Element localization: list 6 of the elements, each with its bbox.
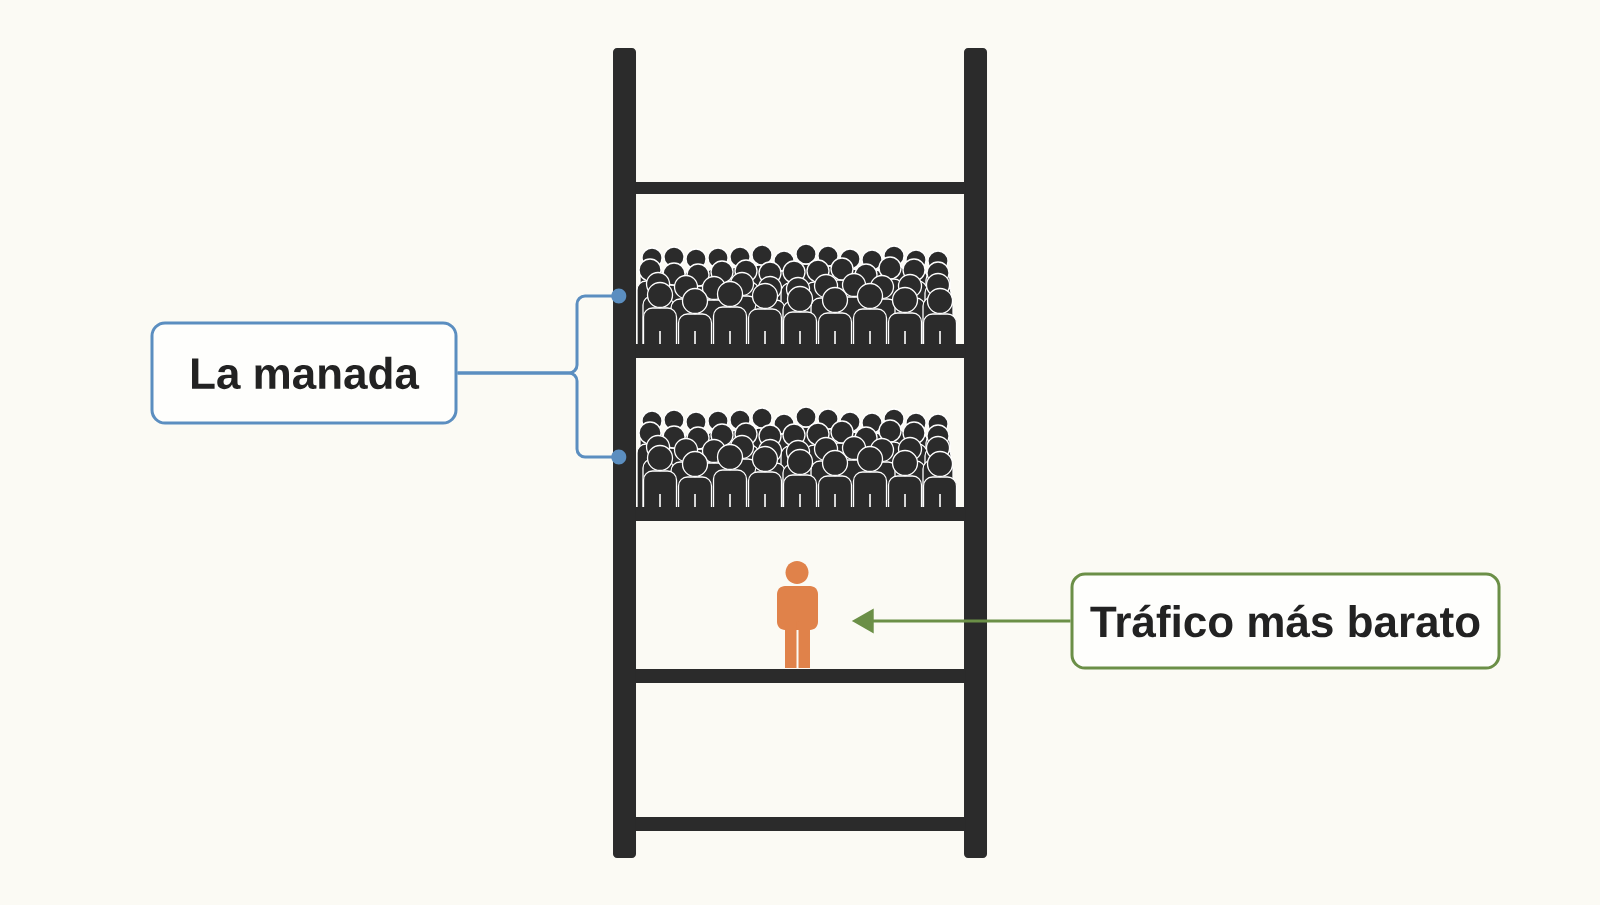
person-figure	[777, 561, 818, 668]
label-box: Tráfico más barato	[1070, 572, 1501, 670]
label-box: La manada	[150, 321, 458, 425]
crowd-drawing	[636, 243, 958, 345]
bracket-line	[457, 371, 627, 465]
crowd-drawing	[636, 406, 958, 508]
